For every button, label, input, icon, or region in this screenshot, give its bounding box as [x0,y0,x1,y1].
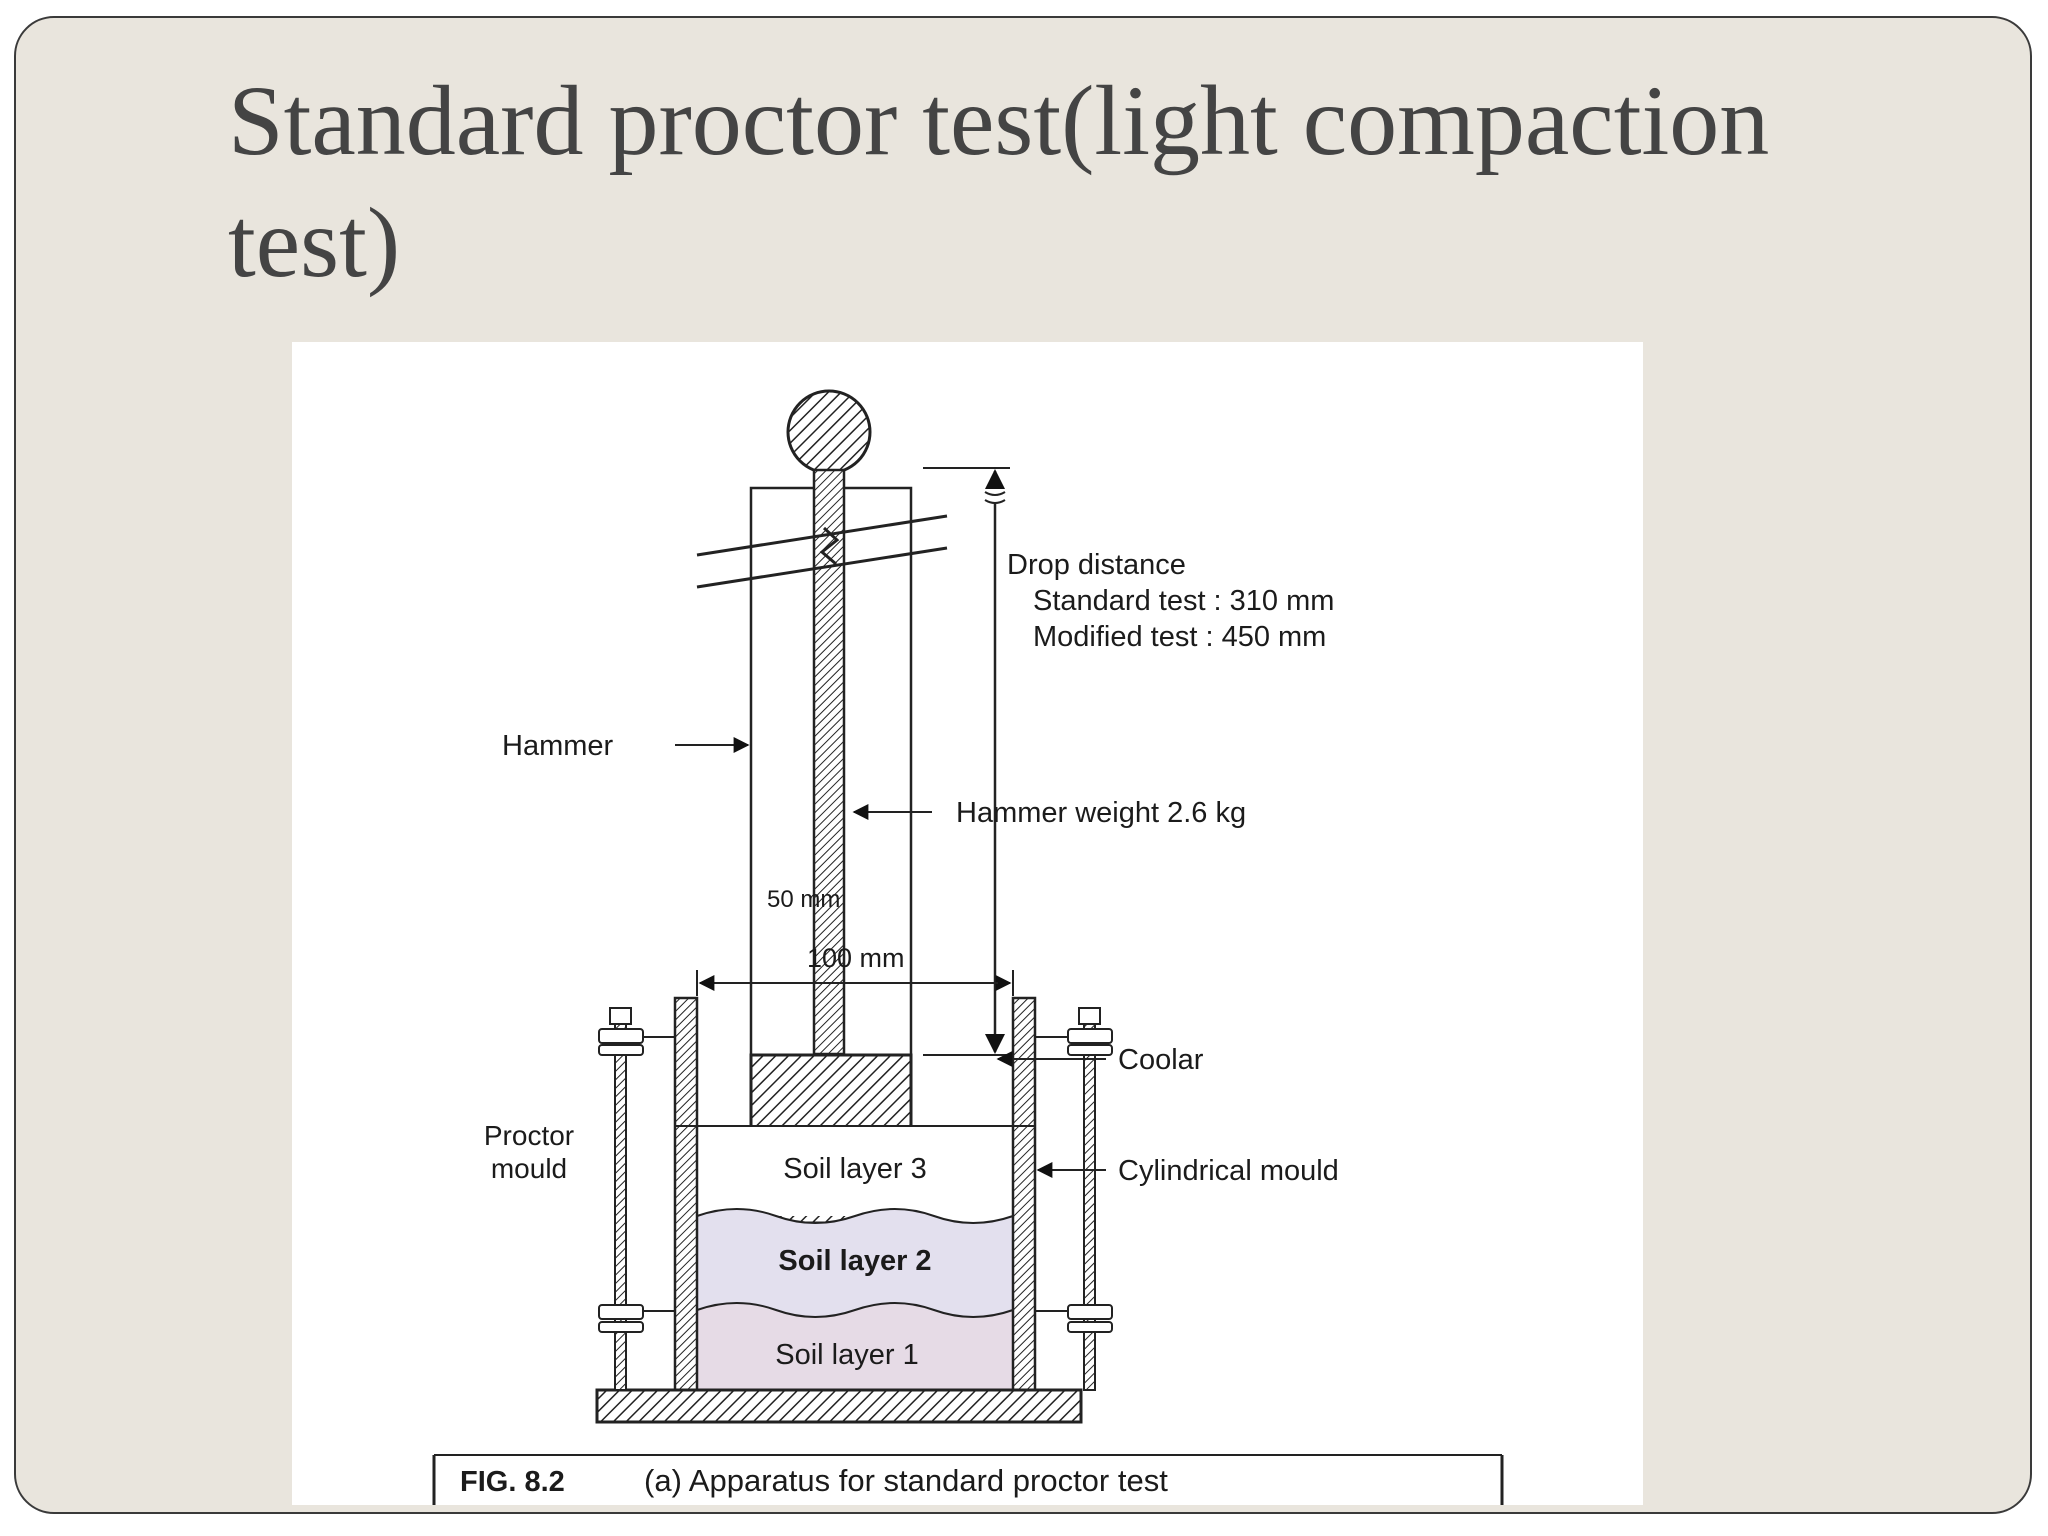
apparatus-diagram: Drop distance Standard test : 310 mm Mod… [432,389,1504,1505]
soil-layer-3-label: Soil layer 3 [783,1153,926,1185]
hammer-width-label: 50 mm [767,886,840,913]
break-line-lower [696,546,948,589]
collar-label: Coolar [1118,1044,1204,1076]
rod-break-mark [819,526,840,566]
tie-rod-left [614,1011,627,1391]
drop-distance-label: Drop distance [1007,549,1186,581]
proctor-label-line1: Proctor [484,1120,574,1151]
soil-layer-2-label: Soil layer 2 [778,1245,931,1277]
mould-wall-left [673,996,699,1392]
wing-nut-right-upper [1067,1028,1113,1044]
hammer-label: Hammer [502,730,614,762]
mould-width-dimension [696,970,1014,996]
proctor-label-line2: mould [491,1153,567,1184]
soil-layer-1-label: Soil layer 1 [775,1339,918,1371]
apparatus-figure: Drop distance Standard test : 310 mm Mod… [292,342,1643,1505]
cylindrical-mould-label: Cylindrical mould [1118,1155,1339,1187]
modified-test-label: Modified test : 450 mm [1033,621,1326,653]
hammer-assembly [696,389,948,1225]
caption-text: (a) Apparatus for standard proctor test [644,1463,1168,1498]
mould-wall-right [1011,996,1037,1392]
mould-width-label: 100 mm [807,943,905,973]
break-line-upper [696,514,948,557]
slide: Standard proctor test(light compaction t… [14,16,2032,1514]
standard-test-label: Standard test : 310 mm [1033,585,1334,617]
wing-nut-right-lower [1067,1304,1113,1320]
slide-title: Standard proctor test(light compaction t… [228,65,1770,298]
soil-layer-3-region [697,1126,1013,1216]
tie-rod-right [1083,1011,1096,1391]
hammer-knob [786,389,872,475]
soil-layer-2-region [697,1209,1013,1317]
wing-nut-left-lower [598,1304,644,1320]
soil-layer-1-region [697,1303,1013,1390]
wing-nut-left-upper [598,1028,644,1044]
layer-boundary-lower [696,1302,1014,1318]
figure-caption: FIG. 8.2 (a) Apparatus for standard proc… [432,1454,1504,1505]
drop-distance-dimension [923,467,1010,1056]
hammer-weight-label: Hammer weight 2.6 kg [956,797,1246,829]
base-plate [595,1388,1083,1424]
mould-assembly [595,996,1113,1424]
layer-boundary-upper [696,1208,1014,1224]
caption-number: FIG. 8.2 [460,1466,565,1498]
